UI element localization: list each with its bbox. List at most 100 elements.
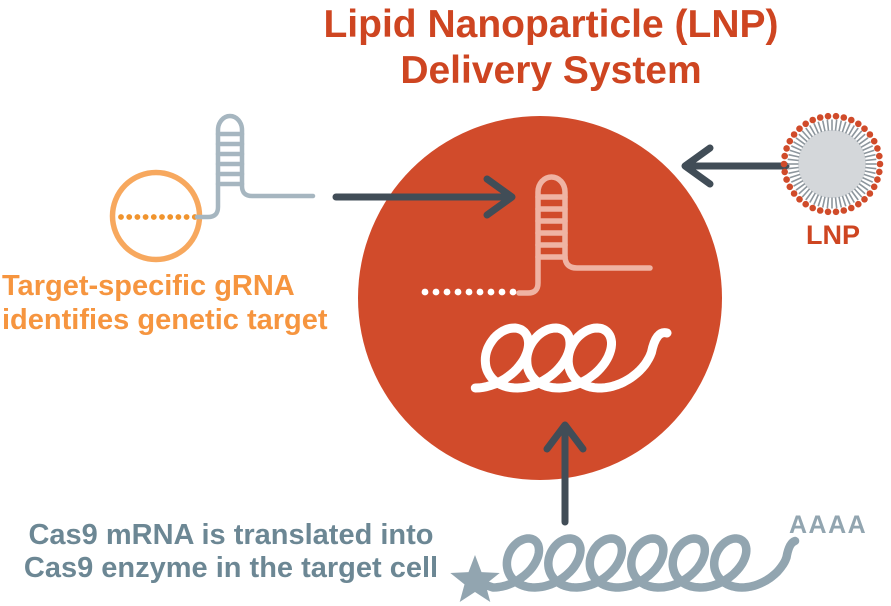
lipid-tail <box>788 153 800 158</box>
lipid-head <box>816 207 824 214</box>
cas9-enzyme-star-icon <box>450 555 500 602</box>
lipid-tail <box>817 121 823 133</box>
lipid-tail <box>844 194 851 206</box>
dot <box>175 214 182 220</box>
cas9-caption-line1: Cas9 mRNA is translated into <box>28 519 434 551</box>
cas9-mrna-group <box>450 534 800 602</box>
lipid-tail <box>809 125 816 136</box>
lipid-head <box>796 125 803 132</box>
lipid-tail <box>862 176 874 183</box>
lipid-tail <box>864 170 876 175</box>
lipid-head <box>855 200 862 208</box>
lipid-tail <box>793 141 804 148</box>
lipid-tail <box>865 158 877 162</box>
lipid-head <box>876 152 883 160</box>
polya-tail-label: AAAA <box>789 511 868 539</box>
lipid-tail <box>821 120 826 132</box>
lipid-head <box>866 190 874 197</box>
lipid-tail <box>826 197 830 209</box>
dot <box>476 288 484 296</box>
dot <box>183 214 190 220</box>
lnp-vesicle-core <box>798 130 866 198</box>
lipid-tail <box>801 130 811 140</box>
lipid-head <box>870 137 878 145</box>
lnp-arrow-icon <box>681 144 790 188</box>
lipid-tail <box>853 188 863 198</box>
lipid-tail <box>798 185 808 195</box>
lipid-tail <box>856 185 866 195</box>
lipid-tail <box>817 195 823 207</box>
dot <box>142 214 149 220</box>
lipid-head <box>809 116 816 124</box>
lipid-tail <box>813 194 820 206</box>
lipid-tail <box>858 137 869 145</box>
lipid-head <box>866 131 874 138</box>
lipid-head <box>809 204 816 212</box>
lipid-head <box>832 208 840 216</box>
lipid-head <box>832 112 840 120</box>
lipid-tail <box>860 180 871 187</box>
lipid-head <box>840 207 848 214</box>
grna-arrow-icon <box>332 175 516 219</box>
lipid-tail <box>838 120 843 132</box>
lipid-head <box>874 176 881 183</box>
lipid-tail <box>853 130 863 140</box>
lnp-caption: LNP <box>806 220 860 250</box>
dot <box>126 214 133 220</box>
dot <box>443 288 451 296</box>
lipid-tail <box>789 149 801 155</box>
lipid-head <box>783 176 790 183</box>
lipid-head <box>861 125 868 132</box>
lipid-tail <box>848 125 855 136</box>
lipid-head <box>874 145 881 152</box>
lipid-tail <box>789 173 801 179</box>
lipid-tail <box>865 166 877 170</box>
arrows <box>332 144 790 526</box>
lipid-head <box>786 137 794 145</box>
lipid-tail <box>821 196 826 208</box>
lipid-tail <box>863 173 875 179</box>
lipid-tail <box>848 192 855 203</box>
grna-caption-line2: identifies genetic target <box>2 304 328 336</box>
lipid-tail <box>834 197 838 209</box>
lnp-vesicle-icon <box>780 112 884 216</box>
lipid-tail <box>813 122 820 134</box>
cas9-mrna-in-lnp-icon <box>470 323 672 393</box>
lipid-tail <box>805 127 813 138</box>
lipid-tail <box>798 133 808 143</box>
lipid-head <box>824 112 832 120</box>
lipid-tail <box>834 119 838 131</box>
lipid-tail <box>858 183 869 191</box>
lipid-head <box>781 152 788 160</box>
dot <box>134 214 141 220</box>
lipid-head <box>876 160 884 168</box>
dot <box>421 288 429 296</box>
lipid-tail <box>795 183 806 191</box>
dot <box>509 288 517 296</box>
dot <box>465 288 473 296</box>
lipid-head <box>780 160 788 168</box>
lipid-head <box>786 183 794 191</box>
lnp-cargo <box>421 174 672 393</box>
dot <box>498 288 506 296</box>
lipid-tail <box>844 122 851 134</box>
dot <box>150 214 157 220</box>
lnp-cargo-dots <box>421 288 517 296</box>
lnp-vesicle-rings <box>787 119 877 209</box>
lipid-head <box>802 200 809 208</box>
lipid-head <box>781 168 788 176</box>
grna-hairpin-icon <box>194 113 316 220</box>
lipid-tail <box>851 127 859 138</box>
lipid-tail <box>805 190 813 201</box>
grna-hairpin-rungs <box>215 131 245 187</box>
mrna-arrow-icon <box>543 421 587 526</box>
lipid-tail <box>795 137 806 145</box>
lipid-tail <box>838 196 843 208</box>
cas9-caption-line2: Cas9 enzyme in the target cell <box>23 552 439 584</box>
lipid-tail <box>864 153 876 158</box>
lipid-head <box>802 120 809 128</box>
lipid-tail <box>863 149 875 155</box>
lipid-head <box>790 190 798 197</box>
diagram-title: Lipid Nanoparticle (LNP) Delivery System <box>211 2 891 94</box>
grna-hairpin-in-lnp-icon <box>516 174 653 296</box>
